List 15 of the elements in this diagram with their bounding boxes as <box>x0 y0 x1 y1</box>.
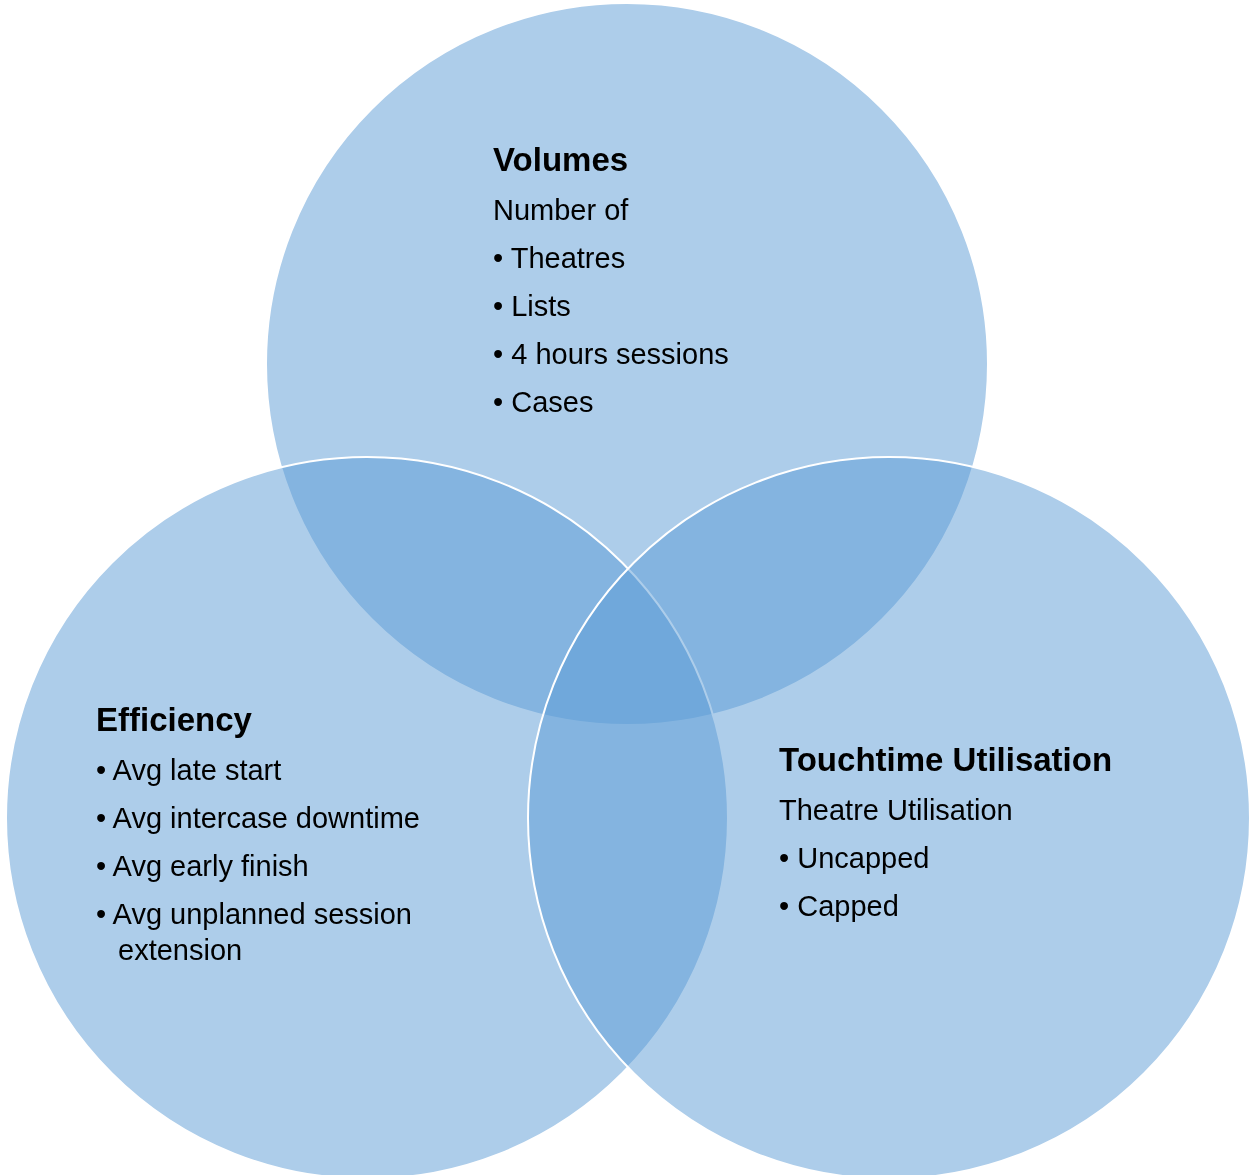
bullet-item: • 4 hours sessions <box>493 337 730 372</box>
bullet-item: • Theatres <box>493 241 627 276</box>
bullet-item: • Uncapped <box>779 841 931 876</box>
bullet-item: • Cases <box>493 385 595 420</box>
circle-subtitle: Number of <box>493 193 630 228</box>
bullet-item: • Lists <box>493 289 572 324</box>
circle-heading: Touchtime Utilisation <box>779 740 1114 780</box>
bullet-item: • Avg intercase downtime <box>96 801 421 836</box>
bullet-item: • Capped <box>779 889 900 924</box>
bullet-item: • Avg unplanned session extension <box>96 897 413 968</box>
bullet-item: • Avg late start <box>96 753 283 788</box>
circle-subtitle: Theatre Utilisation <box>779 793 1014 828</box>
circle-heading: Efficiency <box>96 700 253 740</box>
bullet-item: • Avg early finish <box>96 849 310 884</box>
circle-heading: Volumes <box>493 140 630 180</box>
